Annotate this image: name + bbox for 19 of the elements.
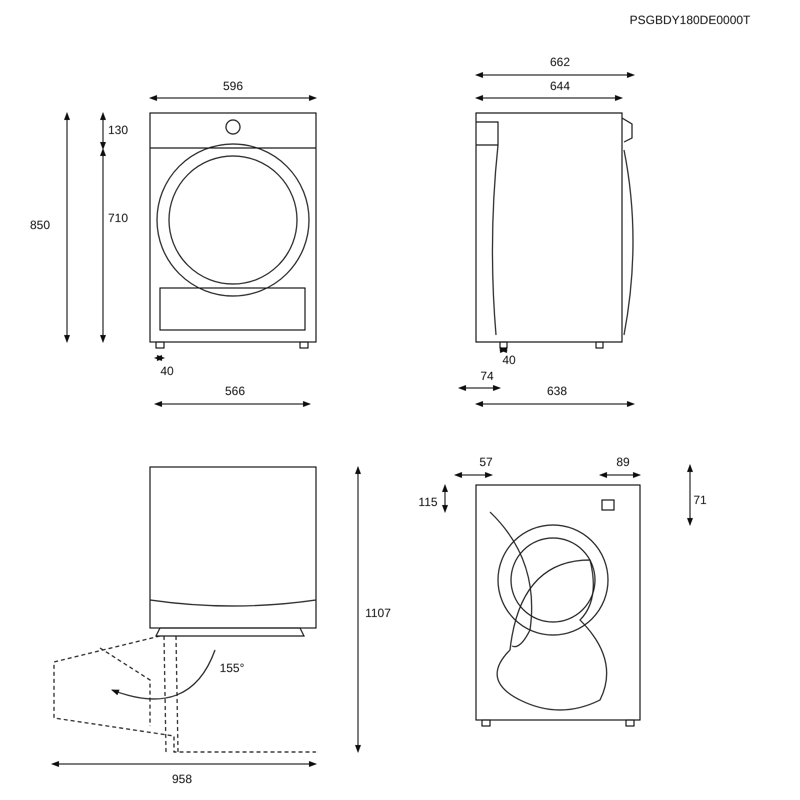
dimension-label: 130 [108, 123, 128, 137]
dimension-label: 710 [108, 211, 128, 225]
angle-label: 155° [220, 661, 244, 675]
dimension-label: 958 [172, 772, 192, 786]
dimension-label: 596 [222, 79, 244, 93]
drawing-number: PSGBDY180DE0000T [630, 13, 750, 27]
dimension-label: 89 [616, 455, 630, 469]
dimension-label: 662 [550, 55, 570, 69]
dimension-label: 638 [546, 384, 568, 398]
dimension-label: 566 [224, 384, 246, 398]
dimension-label: 71 [693, 493, 707, 507]
dimension-label: 115 [418, 495, 438, 509]
dimension-label: 57 [479, 455, 493, 469]
dimension-label: 40 [502, 353, 516, 367]
dimension-label: 1107 [365, 606, 391, 620]
dimension-label: 74 [480, 369, 494, 383]
dimension-label: 40 [160, 364, 174, 378]
dimension-label: 850 [30, 218, 50, 232]
dimension-label: 644 [550, 79, 570, 93]
